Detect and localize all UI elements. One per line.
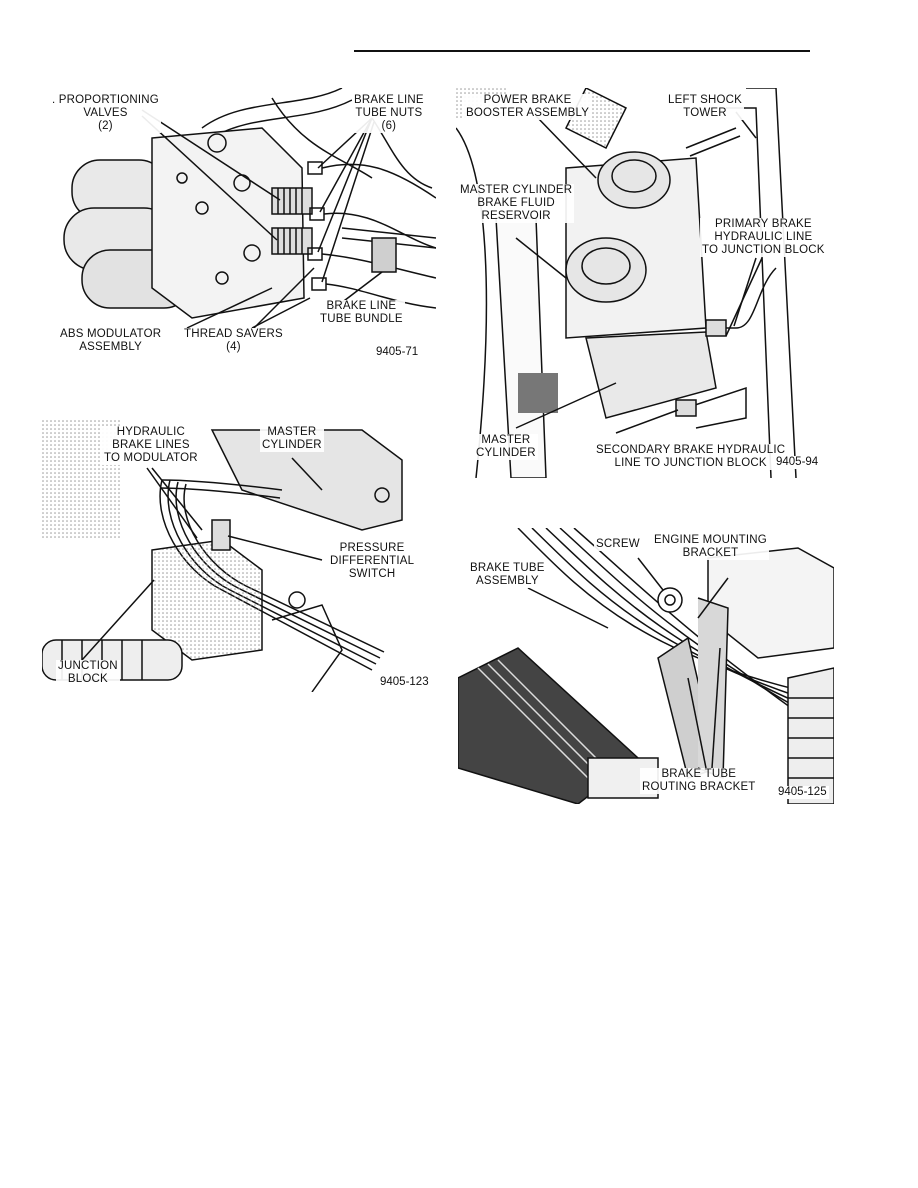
figure-code: 9405-71 [374,346,421,359]
label-secondary-brake-line: SECONDARY BRAKE HYDRAULIC LINE TO JUNCTI… [594,444,788,470]
abs-modulator-illustration [63,88,436,329]
label-screw: SCREW [594,538,642,551]
label-primary-brake-line: PRIMARY BRAKE HYDRAULIC LINE TO JUNCTION… [700,218,827,257]
figure-tube-bracket: SCREW ENGINE MOUNTING BRACKET BRAKE TUBE… [458,528,834,804]
label-master-cylinder: MASTER CYLINDER [474,434,538,460]
label-brake-line-tube-nuts: BRAKE LINE TUBE NUTS (6) [352,94,426,133]
figure-code: 9405-125 [776,786,829,799]
label-pressure-differential-switch: PRESSURE DIFFERENTIAL SWITCH [328,542,417,581]
label-brake-tube-routing-bracket: BRAKE TUBE ROUTING BRACKET [640,768,758,794]
label-thread-savers: THREAD SAVERS (4) [182,328,285,354]
figure-abs-modulator: . PROPORTIONING VALVES (2) BRAKE LINE TU… [42,88,436,368]
label-brake-tube-assembly: BRAKE TUBE ASSEMBLY [468,562,547,588]
figure-master-cylinder: POWER BRAKE BOOSTER ASSEMBLY LEFT SHOCK … [456,88,834,478]
header-rule [354,50,810,52]
label-abs-modulator-assembly: ABS MODULATOR ASSEMBLY [58,328,164,354]
tube-bracket-illustration [458,528,834,804]
label-left-shock-tower: LEFT SHOCK TOWER [666,94,744,120]
label-master-cylinder: MASTER CYLINDER [260,426,324,452]
figure-code: 9405-123 [378,676,431,689]
label-brake-line-tube-bundle: BRAKE LINE TUBE BUNDLE [318,300,405,326]
label-proportioning-valves: . PROPORTIONING VALVES (2) [50,94,161,133]
label-power-brake-booster: POWER BRAKE BOOSTER ASSEMBLY [464,94,592,120]
master-cylinder-illustration [456,88,797,478]
figure-code: 9405-94 [774,456,821,469]
label-hydraulic-brake-lines: HYDRAULIC BRAKE LINES TO MODULATOR [102,426,200,465]
label-junction-block: JUNCTION BLOCK [56,660,120,686]
label-engine-mounting-bracket: ENGINE MOUNTING BRACKET [652,534,769,560]
label-master-cylinder-reservoir: MASTER CYLINDER BRAKE FLUID RESERVOIR [458,184,575,223]
figure-junction-block: HYDRAULIC BRAKE LINES TO MODULATOR MASTE… [42,420,436,692]
